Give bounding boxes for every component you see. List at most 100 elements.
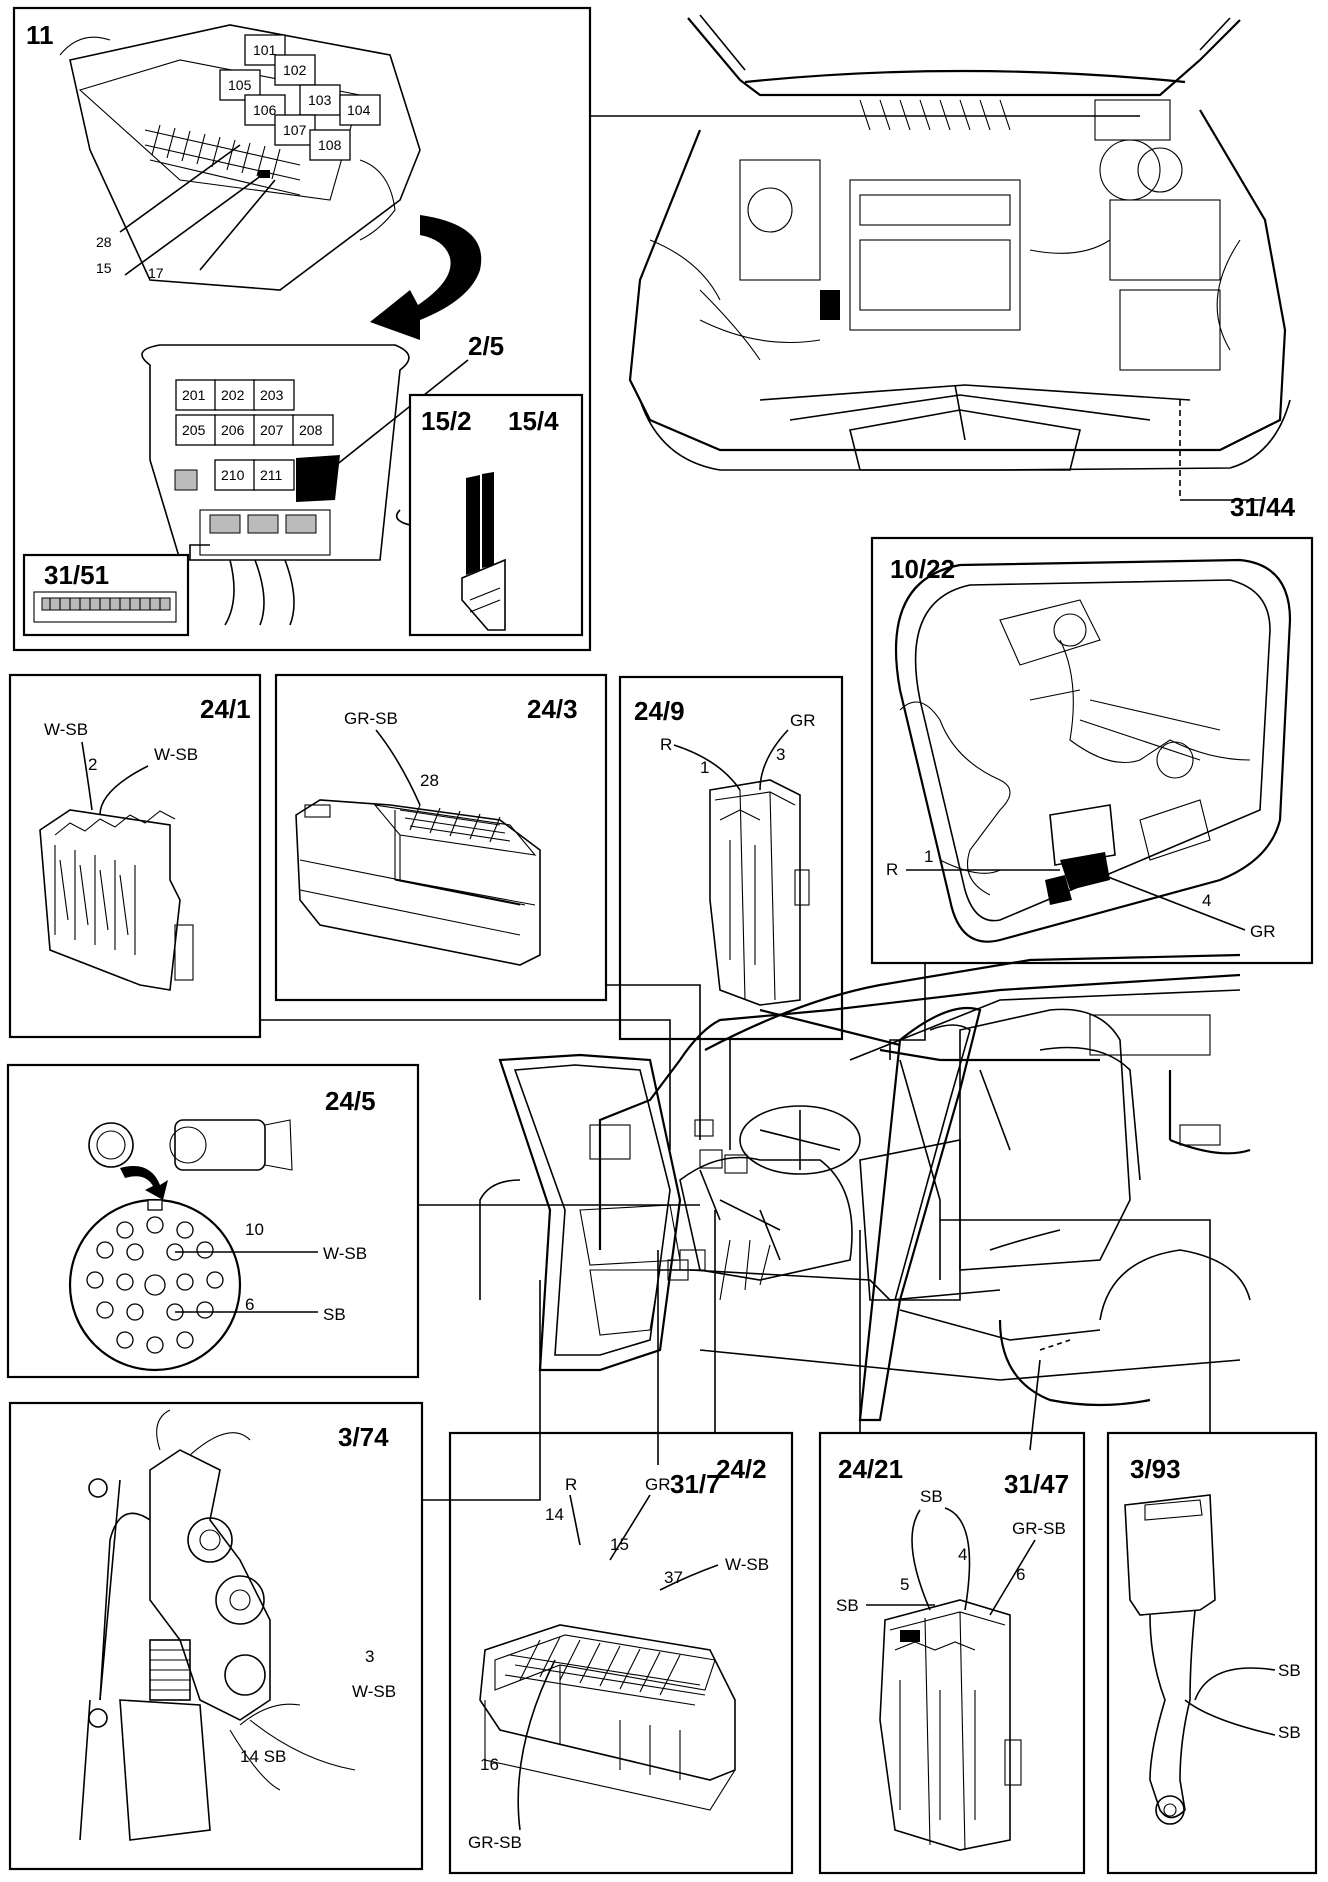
fuse-row-small bbox=[144, 124, 301, 196]
panel-3-93-title: 3/93 bbox=[1130, 1454, 1181, 1484]
relay-102: 102 bbox=[283, 62, 307, 78]
car-interior-illustration bbox=[479, 953, 1251, 1407]
callout-31-44: 31/44 bbox=[1230, 492, 1296, 522]
wire-label-sb-2: SB bbox=[836, 1596, 859, 1615]
callout-31-7: 31/7 bbox=[670, 1469, 721, 1499]
label-17: 17 bbox=[148, 265, 164, 281]
panel-11-title: 11 bbox=[26, 20, 54, 50]
pin-6: 6 bbox=[245, 1295, 254, 1314]
wire-label-r: R bbox=[886, 860, 898, 879]
relay-105: 105 bbox=[228, 77, 252, 93]
wire-label-gr: GR bbox=[790, 711, 816, 730]
ref-15-2: 15/2 bbox=[421, 406, 472, 436]
relay-103: 103 bbox=[308, 92, 332, 108]
panel-24-1: 24/1 W-SB 2 W-SB bbox=[8, 673, 262, 1039]
pin-3: 3 bbox=[365, 1647, 374, 1666]
wire-label-r: R bbox=[565, 1475, 577, 1494]
pin-16: 16 bbox=[480, 1755, 499, 1774]
ref-31-51: 31/51 bbox=[44, 560, 109, 590]
wire-label-sb-1: SB bbox=[920, 1487, 943, 1506]
ref-15-4: 15/4 bbox=[508, 406, 559, 436]
pin-37: 37 bbox=[664, 1568, 683, 1587]
wire-label-14-sb: 14 SB bbox=[240, 1747, 286, 1766]
relay-207: 207 bbox=[260, 422, 284, 438]
connector-24-9 bbox=[709, 779, 810, 1006]
relay-206: 206 bbox=[221, 422, 245, 438]
relay-210: 210 bbox=[221, 467, 245, 483]
wire-label-gr: GR bbox=[645, 1475, 671, 1494]
seatbelt-buckle-illustration bbox=[1124, 1494, 1216, 1825]
panel-24-2: 24/2 R GR 14 15 37 W-SB 16 GR-SB bbox=[448, 1431, 794, 1875]
panel-3-74-title: 3/74 bbox=[338, 1422, 389, 1452]
panel-11: 11 101 102 105 103 106 104 107 108 bbox=[12, 6, 592, 652]
relay-101: 101 bbox=[253, 42, 277, 58]
wire-label-gr-sb: GR-SB bbox=[344, 709, 398, 728]
wire-label-w-sb-2: W-SB bbox=[154, 745, 198, 764]
panel-3-74: 3/74 3 W-SB 14 SB bbox=[8, 1401, 424, 1871]
pin-2: 2 bbox=[88, 755, 97, 774]
wire-label-w-sb: W-SB bbox=[323, 1244, 367, 1263]
pin-4: 4 bbox=[958, 1545, 967, 1564]
pin-5: 5 bbox=[900, 1575, 909, 1594]
connector-24-3 bbox=[295, 799, 541, 966]
pin-1: 1 bbox=[700, 758, 709, 777]
engine-bay-illustration bbox=[628, 14, 1291, 501]
inset-15-2-15-4 bbox=[408, 393, 584, 637]
pin-3: 3 bbox=[776, 745, 785, 764]
panel-24-9-title: 24/9 bbox=[634, 696, 685, 726]
pin-4: 4 bbox=[1202, 891, 1211, 910]
wire-label-w-sb: W-SB bbox=[352, 1682, 396, 1701]
label-15: 15 bbox=[96, 260, 112, 276]
wire-label-sb-2: SB bbox=[1278, 1723, 1301, 1742]
wire-label-gr-sb: GR-SB bbox=[468, 1833, 522, 1852]
connector-24-2 bbox=[479, 1624, 736, 1811]
panel-24-3: 24/3 GR-SB 28 bbox=[274, 673, 608, 1002]
door-lock-illustration bbox=[79, 1409, 356, 1841]
relay-108: 108 bbox=[318, 137, 342, 153]
connector-24-21 bbox=[879, 1599, 1022, 1851]
panel-24-21-title: 24/21 bbox=[838, 1454, 903, 1484]
curved-arrow bbox=[370, 215, 482, 340]
pin-1: 1 bbox=[924, 847, 933, 866]
connector-24-1 bbox=[39, 809, 194, 991]
wire-label-gr: GR bbox=[1250, 922, 1276, 941]
relay-202: 202 bbox=[221, 387, 245, 403]
wire-label-sb-1: SB bbox=[1278, 1661, 1301, 1680]
pin-10: 10 bbox=[245, 1220, 264, 1239]
panel-24-3-title: 24/3 bbox=[527, 694, 578, 724]
relay-201: 201 bbox=[182, 387, 206, 403]
relay-104: 104 bbox=[347, 102, 371, 118]
pin-14: 14 bbox=[545, 1505, 564, 1524]
relay-block-2: 201 202 203 205 206 207 208 210 211 bbox=[175, 379, 334, 491]
leader-lines bbox=[260, 963, 1211, 1501]
relay-205: 205 bbox=[182, 422, 206, 438]
socket-pins bbox=[86, 1199, 224, 1354]
connector-row bbox=[199, 509, 331, 556]
door-illustration bbox=[894, 558, 1292, 943]
panel-24-5-title: 24/5 bbox=[325, 1086, 376, 1116]
relay-block-1: 101 102 105 103 106 104 107 108 bbox=[219, 34, 381, 161]
panel-24-21: 24/21 SB 4 GR-SB 5 6 SB bbox=[818, 1431, 1086, 1875]
relay-211: 211 bbox=[260, 467, 283, 483]
panel-24-9: 24/9 R GR 1 3 bbox=[618, 675, 844, 1041]
callout-31-47: 31/47 bbox=[1004, 1469, 1069, 1499]
panel-24-5: 24/5 10 bbox=[6, 1063, 420, 1379]
relay-106: 106 bbox=[253, 102, 277, 118]
wire-label-sb: SB bbox=[323, 1305, 346, 1324]
panel-10-22: 10/22 R 1 4 GR bbox=[870, 536, 1314, 965]
pin-6: 6 bbox=[1016, 1565, 1025, 1584]
label-28: 28 bbox=[96, 234, 112, 250]
wire-label-r: R bbox=[660, 735, 672, 754]
relay-208: 208 bbox=[299, 422, 323, 438]
ref-2-5: 2/5 bbox=[468, 331, 504, 361]
wire-label-gr-sb: GR-SB bbox=[1012, 1519, 1066, 1538]
pin-28: 28 bbox=[420, 771, 439, 790]
panel-3-93: 3/93 SB SB bbox=[1106, 1431, 1318, 1875]
panel-24-1-title: 24/1 bbox=[200, 694, 251, 724]
relay-203: 203 bbox=[260, 387, 284, 403]
relay-107: 107 bbox=[283, 122, 307, 138]
open-door-illustration bbox=[498, 1053, 689, 1372]
wire-label-w-sb: W-SB bbox=[725, 1555, 769, 1574]
